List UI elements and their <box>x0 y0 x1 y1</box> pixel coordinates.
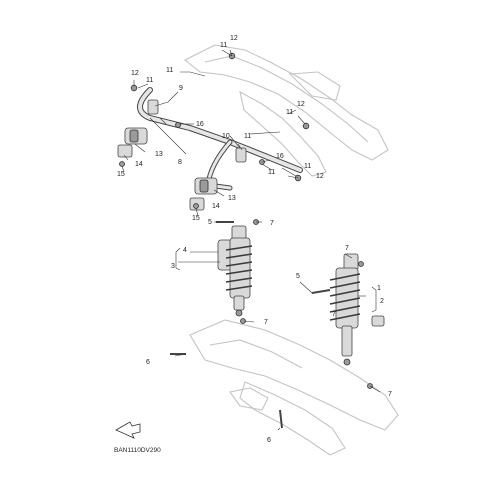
callout-4: 4 <box>183 247 187 254</box>
callout-9: 9 <box>179 85 183 92</box>
callout-11: 11 <box>304 163 311 170</box>
stabilizer-brackets <box>117 99 247 211</box>
callout-5: 5 <box>208 219 212 226</box>
leader-lines <box>121 49 381 431</box>
forward-arrow-icon <box>115 421 141 439</box>
callout-13: 13 <box>155 151 163 158</box>
callout-labels: 11 12 12 11 11 9 16 13 14 15 8 10 11 11 … <box>117 35 392 444</box>
drawing-code: BAN1110DV290 <box>114 447 161 454</box>
callout-7: 7 <box>345 245 349 252</box>
callout-7: 7 <box>332 311 336 318</box>
callout-14: 14 <box>135 161 143 168</box>
link-10 <box>235 147 247 163</box>
callout-11: 11 <box>220 42 227 49</box>
callout-12: 12 <box>230 35 238 42</box>
callout-13: 13 <box>228 195 236 202</box>
callout-8: 8 <box>178 159 182 166</box>
callout-3: 3 <box>171 263 175 270</box>
callout-7: 7 <box>388 391 392 398</box>
callout-15: 15 <box>192 215 200 222</box>
callout-16: 16 <box>196 121 204 128</box>
cap-2 <box>371 315 385 327</box>
right-shock-absorber <box>329 253 385 366</box>
callout-5: 5 <box>296 273 300 280</box>
callout-15: 15 <box>117 171 125 178</box>
callout-2: 2 <box>380 298 384 305</box>
callout-16: 16 <box>276 153 284 160</box>
callout-6: 6 <box>146 359 150 366</box>
callout-1: 1 <box>377 285 381 292</box>
left-shock-absorber <box>217 225 253 317</box>
callout-7: 7 <box>264 319 268 326</box>
callout-11: 11 <box>146 77 153 84</box>
callout-14: 14 <box>212 203 220 210</box>
callout-12: 12 <box>131 70 139 77</box>
bushing-14-upper <box>117 144 133 158</box>
link-9 <box>147 99 159 115</box>
callout-11: 11 <box>268 169 275 176</box>
callout-10: 10 <box>222 133 230 140</box>
callout-7: 7 <box>270 220 274 227</box>
callout-12: 12 <box>316 173 324 180</box>
callout-6: 6 <box>267 437 271 444</box>
fasteners <box>119 52 373 429</box>
callout-11: 11 <box>166 67 173 74</box>
callout-11: 11 <box>286 109 293 116</box>
callout-12: 12 <box>297 101 305 108</box>
lower-a-arm <box>189 319 399 456</box>
callout-11: 11 <box>244 133 251 140</box>
